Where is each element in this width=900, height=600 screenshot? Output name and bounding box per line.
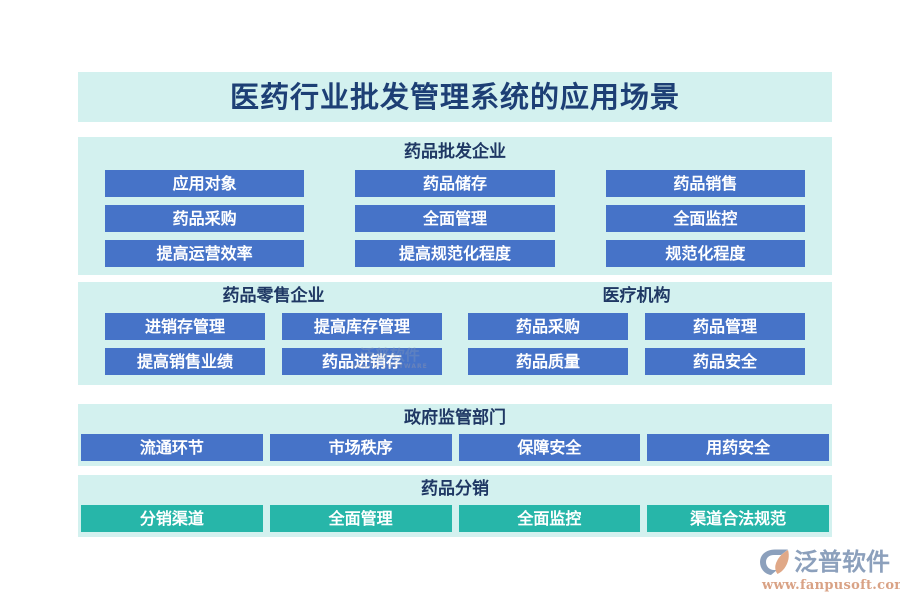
section-wholesale: 药品批发企业 应用对象 药品储存 药品销售 药品采购 全面管理 全面监控 提高运… <box>78 137 832 275</box>
chip-grid-retail: 进销存管理 提高库存管理 提高销售业绩 药品进销存 <box>105 313 442 375</box>
section-heading-retail: 药品零售企业 <box>222 286 325 306</box>
chip-row-government: 流通环节 市场秩序 保障安全 用药安全 <box>78 434 832 461</box>
fanpu-logo-icon <box>760 549 789 575</box>
section-distribution: 药品分销 分销渠道 全面管理 全面监控 渠道合法规范 <box>78 475 832 537</box>
section-heading-government: 政府监管部门 <box>404 408 506 428</box>
chip-grid-wholesale: 应用对象 药品储存 药品销售 药品采购 全面管理 全面监控 提高运营效率 提高规… <box>78 170 832 267</box>
chip-retail-0[interactable]: 进销存管理 <box>105 313 265 340</box>
title-bar: 医药行业批发管理系统的应用场景 <box>78 72 832 122</box>
chip-wholesale-7[interactable]: 提高规范化程度 <box>355 240 555 267</box>
chip-row-distribution: 分销渠道 全面管理 全面监控 渠道合法规范 <box>78 505 832 532</box>
chip-government-2[interactable]: 保障安全 <box>458 434 641 461</box>
chip-medical-0[interactable]: 药品采购 <box>468 313 628 340</box>
chip-retail-2[interactable]: 提高销售业绩 <box>105 348 265 375</box>
chip-medical-1[interactable]: 药品管理 <box>645 313 805 340</box>
logo-top-row: 泛普软件 <box>757 547 890 577</box>
section-heading-wholesale: 药品批发企业 <box>404 142 506 162</box>
chip-wholesale-6[interactable]: 提高运营效率 <box>105 240 305 267</box>
chip-government-1[interactable]: 市场秩序 <box>269 434 452 461</box>
chip-medical-3[interactable]: 药品安全 <box>645 348 805 375</box>
chip-government-3[interactable]: 用药安全 <box>647 434 829 461</box>
logo-wordmark: 泛普软件 <box>794 548 890 576</box>
chip-wholesale-0[interactable]: 应用对象 <box>105 170 305 197</box>
chip-retail-1[interactable]: 提高库存管理 <box>282 313 442 340</box>
section-retail-medical: 药品零售企业 进销存管理 提高库存管理 提高销售业绩 药品进销存 医疗机构 药品… <box>78 282 832 385</box>
chip-retail-3[interactable]: 药品进销存 <box>282 348 442 375</box>
chip-distribution-2[interactable]: 全面监控 <box>458 505 641 532</box>
chip-distribution-0[interactable]: 分销渠道 <box>81 505 263 532</box>
logo-url: www.fanpusoft.com <box>762 578 900 593</box>
chip-wholesale-2[interactable]: 药品销售 <box>605 170 805 197</box>
chip-distribution-1[interactable]: 全面管理 <box>269 505 452 532</box>
section-heading-medical: 医疗机构 <box>602 286 671 306</box>
chip-wholesale-5[interactable]: 全面监控 <box>605 205 805 232</box>
chip-medical-2[interactable]: 药品质量 <box>468 348 628 375</box>
chip-wholesale-1[interactable]: 药品储存 <box>355 170 555 197</box>
chip-government-0[interactable]: 流通环节 <box>81 434 263 461</box>
page-title: 医药行业批发管理系统的应用场景 <box>229 79 680 114</box>
chip-distribution-3[interactable]: 渠道合法规范 <box>647 505 829 532</box>
chip-wholesale-4[interactable]: 全面管理 <box>355 205 555 232</box>
section-heading-distribution: 药品分销 <box>421 479 489 499</box>
chip-wholesale-3[interactable]: 药品采购 <box>105 205 305 232</box>
dual-column-wrapper: 药品零售企业 进销存管理 提高库存管理 提高销售业绩 药品进销存 医疗机构 药品… <box>78 282 832 375</box>
chip-grid-medical: 药品采购 药品管理 药品质量 药品安全 <box>468 313 805 375</box>
chip-wholesale-8[interactable]: 规范化程度 <box>605 240 805 267</box>
subsection-medical: 医疗机构 药品采购 药品管理 药品质量 药品安全 <box>468 282 805 375</box>
subsection-retail: 药品零售企业 进销存管理 提高库存管理 提高销售业绩 药品进销存 <box>105 282 442 375</box>
section-government: 政府监管部门 流通环节 市场秩序 保障安全 用药安全 <box>78 404 832 466</box>
brand-logo: 泛普软件 www.fanpusoft.com <box>757 547 900 593</box>
